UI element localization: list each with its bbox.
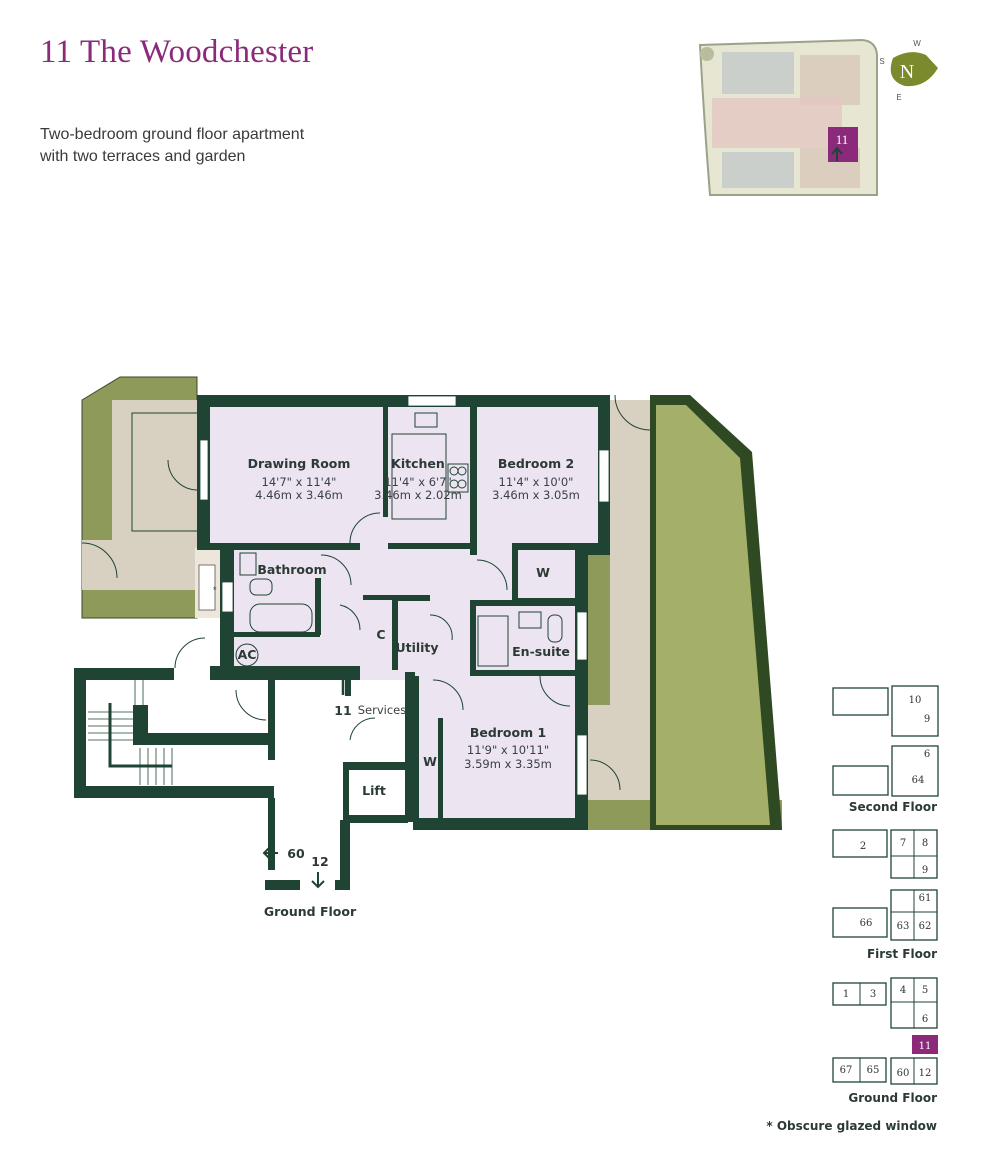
key-plan-second-floor-label: Second Floor [849, 800, 937, 814]
stair-direction-arrow-icon [108, 703, 172, 768]
east-garden [588, 395, 782, 830]
key-plans: 10 9 6 64 Second Floor 2 7 8 9 61 66 63 … [832, 685, 939, 1105]
floor-label: Ground Floor [264, 904, 357, 919]
site-unit-number: 11 [836, 132, 849, 147]
room-wardrobe: W [536, 565, 550, 580]
to-unit-60: 60 [287, 846, 305, 861]
svg-text:3.46m x 3.05m: 3.46m x 3.05m [492, 488, 580, 502]
sink-icon [414, 412, 438, 428]
subtitle-line: Two-bedroom ground floor apartment [40, 126, 305, 143]
room-cupboard: C [376, 627, 385, 642]
fixtures [239, 412, 563, 667]
ac-label: AC [238, 647, 257, 662]
subtitle-line: with two terraces and garden [40, 148, 246, 165]
ensuite-basin-icon [518, 611, 542, 629]
svg-text:8: 8 [922, 838, 928, 849]
svg-text:W: W [913, 39, 921, 48]
svg-text:5: 5 [922, 985, 928, 996]
unit-11-highlight [828, 127, 858, 162]
subtitle: Two-bedroom ground floor apartment with … [40, 124, 304, 168]
svg-text:11'9" x 10'11": 11'9" x 10'11" [467, 743, 549, 757]
key-plan-highlight-unit [912, 1035, 938, 1054]
svg-text:11'4" x 10'0": 11'4" x 10'0" [499, 475, 574, 489]
room-utility: Utility [395, 640, 438, 655]
entrance-unit-number: 11 [334, 703, 351, 718]
svg-text:2: 2 [860, 841, 866, 852]
bathtub-icon [249, 603, 313, 633]
svg-text:12: 12 [919, 1068, 932, 1079]
svg-text:11'4" x 6'7": 11'4" x 6'7" [384, 475, 452, 489]
room-kitchen: Kitchen 11'4" x 6'7" 3.46m x 2.02m [374, 456, 462, 502]
entrance-arrow-icon [831, 146, 843, 161]
windows [199, 395, 610, 796]
svg-text:Bedroom 2: Bedroom 2 [498, 456, 574, 471]
svg-text:Bedroom 1: Bedroom 1 [470, 725, 546, 740]
room-lift: Lift [362, 783, 386, 798]
svg-text:11: 11 [919, 1041, 932, 1052]
svg-text:61: 61 [919, 893, 932, 904]
svg-text:67: 67 [840, 1065, 853, 1076]
svg-text:E: E [896, 93, 901, 102]
svg-text:3.59m x 3.35m: 3.59m x 3.35m [464, 757, 552, 771]
svg-text:6: 6 [924, 749, 930, 760]
svg-text:63: 63 [897, 921, 910, 932]
footnote: * Obscure glazed window [766, 1119, 937, 1133]
basin-icon [239, 552, 257, 576]
room-bedroom-2: Bedroom 2 11'4" x 10'0" 3.46m x 3.05m [492, 456, 580, 502]
apartment-interior [208, 405, 600, 820]
ac-unit-icon [235, 643, 259, 667]
room-services: Services [358, 703, 407, 717]
svg-text:6: 6 [922, 1014, 928, 1025]
hob-icon [447, 463, 469, 493]
svg-text:65: 65 [867, 1065, 880, 1076]
svg-text:Kitchen: Kitchen [391, 456, 445, 471]
arrow-down-icon [311, 872, 325, 889]
room-wardrobe-bed1: W [423, 754, 437, 769]
svg-text:Drawing Room: Drawing Room [248, 456, 351, 471]
room-drawing-room: Drawing Room 14'7" x 11'4" 4.46m x 3.46m [248, 456, 351, 502]
compass-icon: N W S E [879, 39, 938, 102]
toilet-icon [249, 578, 273, 596]
svg-text:N: N [900, 61, 914, 83]
svg-text:10: 10 [909, 695, 922, 706]
key-plan-first-floor-label: First Floor [867, 947, 937, 961]
room-bedroom-1: Bedroom 1 11'9" x 10'11" 3.59m x 3.35m [464, 725, 552, 771]
svg-text:14'7" x 11'4": 14'7" x 11'4" [262, 475, 337, 489]
entrance-arrow-icon [335, 669, 351, 695]
svg-text:3.46m x 2.02m: 3.46m x 2.02m [374, 488, 462, 502]
room-bathroom: Bathroom [257, 562, 326, 577]
to-unit-12: 12 [311, 854, 328, 869]
key-plan-ground-floor-label: Ground Floor [848, 1091, 937, 1105]
svg-text:3: 3 [870, 989, 876, 1000]
shower-tray-icon [477, 615, 509, 667]
svg-text:62: 62 [919, 921, 932, 932]
svg-text:66: 66 [860, 918, 873, 929]
svg-text:4.46m x 3.46m: 4.46m x 3.46m [255, 488, 343, 502]
svg-text:64: 64 [912, 775, 925, 786]
site-plan: 11 [698, 38, 878, 196]
arrow-left-icon [262, 846, 278, 860]
kitchen-worktop [391, 433, 447, 520]
page-title: 11 The Woodchester [40, 34, 314, 70]
svg-text:9: 9 [922, 865, 928, 876]
svg-text:*: * [213, 585, 217, 595]
ensuite-toilet-icon [547, 614, 563, 643]
svg-text:9: 9 [924, 714, 930, 725]
svg-text:1: 1 [843, 989, 849, 1000]
room-en-suite: En-suite [512, 644, 570, 659]
doors [81, 394, 651, 791]
svg-text:7: 7 [900, 838, 906, 849]
svg-text:S: S [879, 57, 884, 66]
svg-text:4: 4 [900, 985, 906, 996]
svg-text:60: 60 [897, 1068, 910, 1079]
